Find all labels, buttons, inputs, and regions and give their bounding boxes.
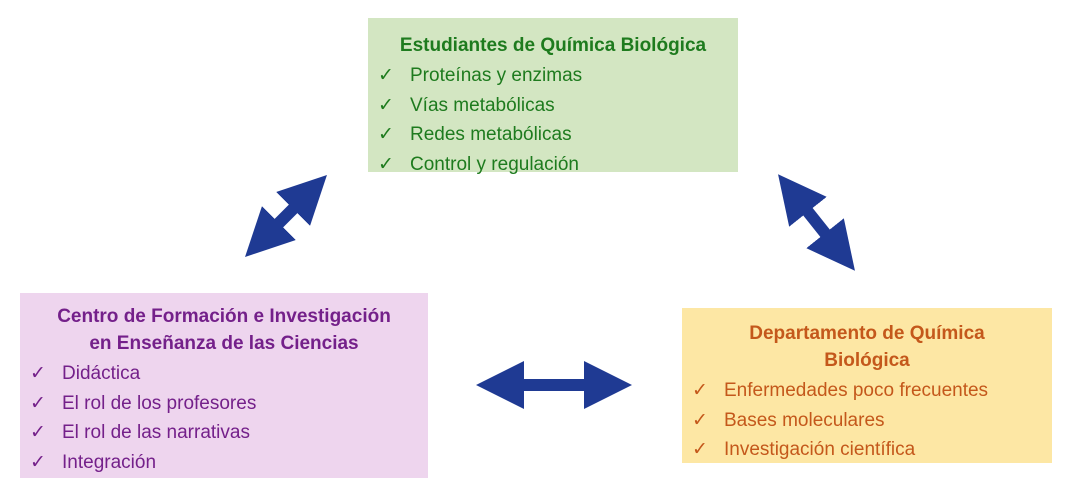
check-icon: ✓ [692, 408, 708, 431]
check-icon: ✓ [30, 362, 46, 384]
students-box: Estudiantes de Química Biológica ✓Proteí… [368, 18, 738, 175]
check-icon: ✓ [378, 93, 394, 116]
list-item: ✓Vías metabólicas [378, 91, 728, 121]
list-item: ✓Control y regulación [378, 150, 728, 180]
arrow-students-center [245, 175, 327, 257]
check-icon: ✓ [378, 64, 394, 86]
check-icon: ✓ [378, 152, 394, 175]
check-icon: ✓ [692, 379, 708, 401]
list-item: ✓El rol de los profesores [30, 389, 418, 419]
department-title-line1: Departamento de Química [749, 323, 985, 344]
center-title-line2: en Enseñanza de las Ciencias [89, 333, 359, 354]
center-box: Centro de Formación e Investigación en E… [20, 293, 428, 478]
department-box: Departamento de Química Biológica ✓Enfer… [682, 308, 1052, 463]
list-item: ✓Investigación científica [692, 435, 1042, 465]
list-item: ✓Proteínas y enzimas [378, 61, 728, 91]
check-icon: ✓ [30, 391, 46, 414]
arrow-students-department [778, 174, 855, 271]
check-icon: ✓ [692, 438, 708, 460]
list-item: ✓Redes metabólicas [378, 120, 728, 150]
department-title-line2: Biológica [824, 350, 910, 371]
check-icon: ✓ [30, 421, 46, 443]
center-title-line1: Centro de Formación e Investigación [57, 306, 391, 327]
list-item: ✓Enfermedades poco frecuentes [692, 376, 1042, 406]
students-title: Estudiantes de Química Biológica [399, 35, 707, 56]
list-item: ✓Bases moleculares [692, 406, 1042, 436]
list-item: ✓Integración [30, 448, 418, 478]
check-icon: ✓ [30, 450, 46, 473]
list-item: ✓El rol de las narrativas [30, 418, 418, 448]
check-icon: ✓ [378, 123, 394, 145]
list-item: ✓Didáctica [30, 359, 418, 389]
